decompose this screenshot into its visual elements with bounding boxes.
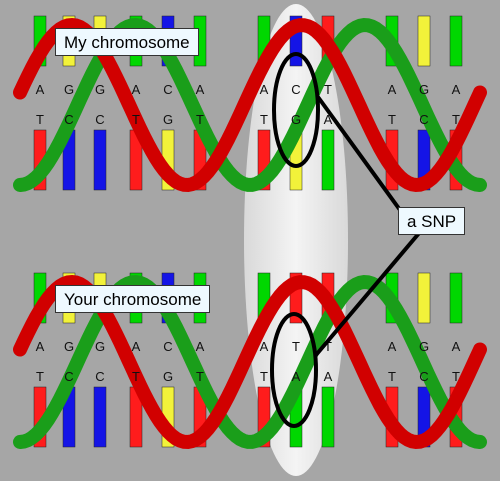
base-letter-upper: G (419, 82, 429, 97)
snp-label: a SNP (398, 207, 466, 235)
base-letter-lower: T (36, 112, 44, 127)
base-rung-lower (93, 129, 107, 191)
base-letter-upper: A (196, 82, 205, 97)
base-letter-upper: T (292, 339, 300, 354)
base-letter-upper: A (452, 339, 461, 354)
base-letter-lower: G (163, 112, 173, 127)
base-letter-lower: C (95, 112, 104, 127)
callout-line-top (316, 95, 402, 212)
base-letter-lower: T (452, 112, 460, 127)
base-letter-lower: T (196, 369, 204, 384)
base-letter-lower: G (163, 369, 173, 384)
base-letter-upper: G (419, 339, 429, 354)
base-letter-upper: G (95, 82, 105, 97)
base-letter-lower: T (132, 369, 140, 384)
base-letter-lower: T (452, 369, 460, 384)
base-letter-upper: G (64, 82, 74, 97)
base-letter-lower: A (324, 112, 333, 127)
base-rung-upper (449, 15, 463, 67)
backbone-green (13, 17, 487, 192)
base-letter-lower: T (196, 112, 204, 127)
base-letter-upper: A (132, 339, 141, 354)
base-letter-lower: T (388, 112, 396, 127)
base-letter-upper: A (452, 82, 461, 97)
backbone-green (13, 274, 487, 449)
base-letter-upper: A (36, 339, 45, 354)
base-letter-upper: A (196, 339, 205, 354)
base-letter-lower: C (419, 112, 428, 127)
base-rung-lower (321, 129, 335, 191)
base-letter-lower: T (388, 369, 396, 384)
base-letter-upper: A (260, 339, 269, 354)
base-letter-lower: A (324, 369, 333, 384)
base-rung-upper (417, 15, 431, 67)
base-letter-upper: G (64, 339, 74, 354)
base-letter-lower: A (292, 369, 301, 384)
base-letter-lower: C (95, 369, 104, 384)
base-letter-lower: T (260, 112, 268, 127)
base-rung-lower (321, 386, 335, 448)
base-letter-upper: C (291, 82, 300, 97)
callout-line-bottom (314, 230, 422, 357)
base-letter-lower: T (36, 369, 44, 384)
my-chromosome-label: My chromosome (55, 28, 199, 56)
base-rung-upper (449, 272, 463, 324)
base-rung-lower (93, 386, 107, 448)
base-letter-upper: T (324, 339, 332, 354)
base-letter-upper: C (163, 82, 172, 97)
base-letter-upper: A (132, 82, 141, 97)
snp-circle-top (272, 52, 320, 168)
base-rung-upper (417, 272, 431, 324)
base-letter-upper: G (95, 339, 105, 354)
base-letter-upper: A (388, 339, 397, 354)
base-letter-lower: C (64, 369, 73, 384)
base-letter-lower: G (291, 112, 301, 127)
base-letter-lower: C (64, 112, 73, 127)
base-letter-lower: T (260, 369, 268, 384)
base-letter-upper: A (260, 82, 269, 97)
highlight-column (244, 4, 348, 476)
base-letter-upper: C (163, 339, 172, 354)
base-letter-lower: C (419, 369, 428, 384)
your-chromosome-label: Your chromosome (55, 285, 211, 313)
snp-circle-bottom (270, 312, 318, 428)
base-letter-upper: A (388, 82, 397, 97)
base-letter-upper: A (36, 82, 45, 97)
base-letter-lower: T (132, 112, 140, 127)
base-letter-upper: T (324, 82, 332, 97)
